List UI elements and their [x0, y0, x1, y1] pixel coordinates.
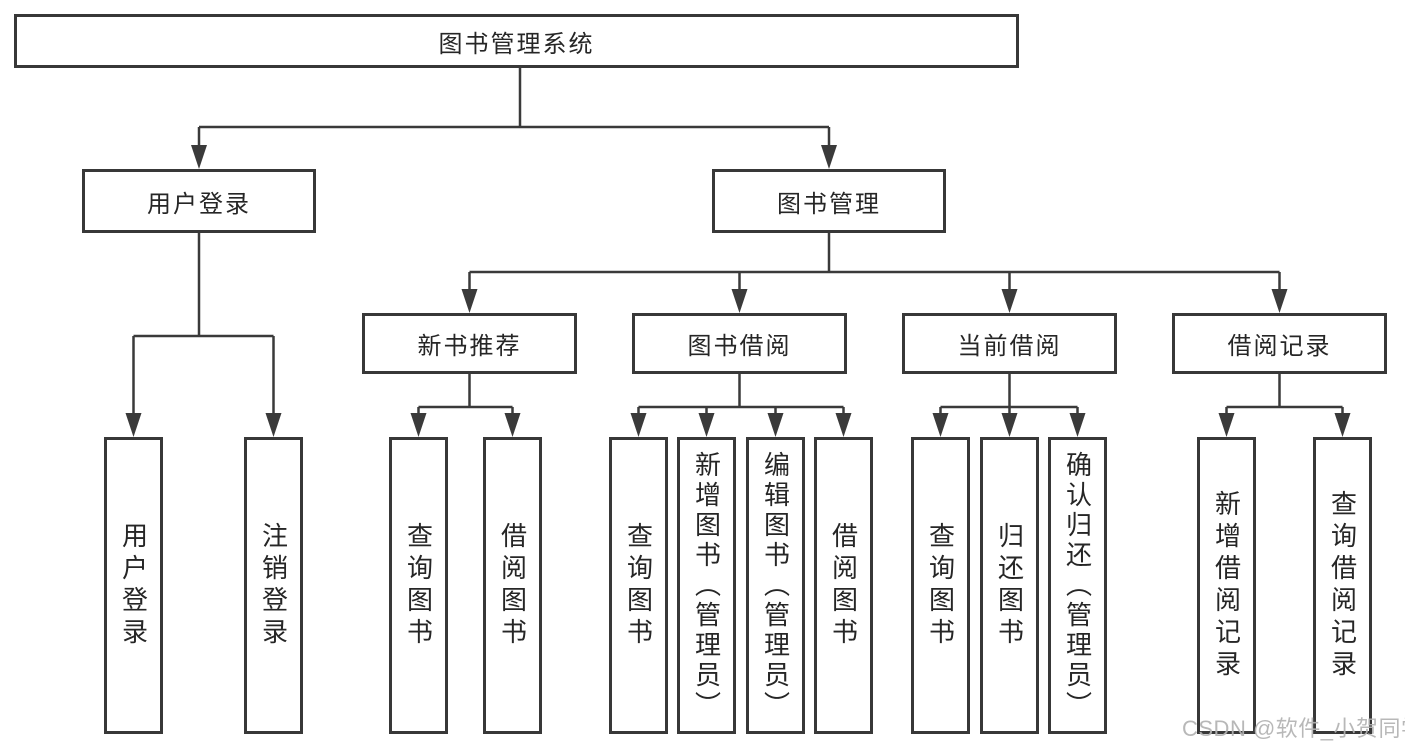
- leaf-node-borrow-edit-books-admin: 编辑图书（管理员）: [746, 437, 805, 734]
- leaf-node-logout: 注销登录: [244, 437, 303, 734]
- leaf-node-borrow-add-books-admin: 新增图书（管理员）: [677, 437, 736, 734]
- leaf-node-current-query-books: 查询图书: [911, 437, 970, 734]
- leaf-node-current-return-books: 归还图书: [980, 437, 1039, 734]
- leaf-node-recommend-query-books: 查询图书: [389, 437, 448, 734]
- leaf-node-recommend-borrow-books: 借阅图书: [483, 437, 542, 734]
- leaf-node-user-login: 用户登录: [104, 437, 163, 734]
- diagram-node-current-borrow: 当前借阅: [902, 313, 1117, 374]
- diagram-node-book-borrow: 图书借阅: [632, 313, 847, 374]
- leaf-node-current-confirm-return-admin: 确认归还（管理员）: [1048, 437, 1107, 734]
- diagram-node-book-management: 图书管理: [712, 169, 946, 233]
- diagram-node-root: 图书管理系统: [14, 14, 1019, 68]
- diagram-node-user-login: 用户登录: [82, 169, 316, 233]
- arrowheads: [125, 145, 1351, 437]
- watermark: CSDN @软件_小贺同学: [1182, 716, 1405, 741]
- leaf-node-borrow-borrow-books: 借阅图书: [814, 437, 873, 734]
- leaf-node-records-add-record: 新增借阅记录: [1197, 437, 1256, 734]
- diagram-node-borrow-records: 借阅记录: [1172, 313, 1387, 374]
- diagram-node-new-book-recommend: 新书推荐: [362, 313, 577, 374]
- leaf-node-records-query-record: 查询借阅记录: [1313, 437, 1372, 734]
- leaf-node-borrow-query-books: 查询图书: [609, 437, 668, 734]
